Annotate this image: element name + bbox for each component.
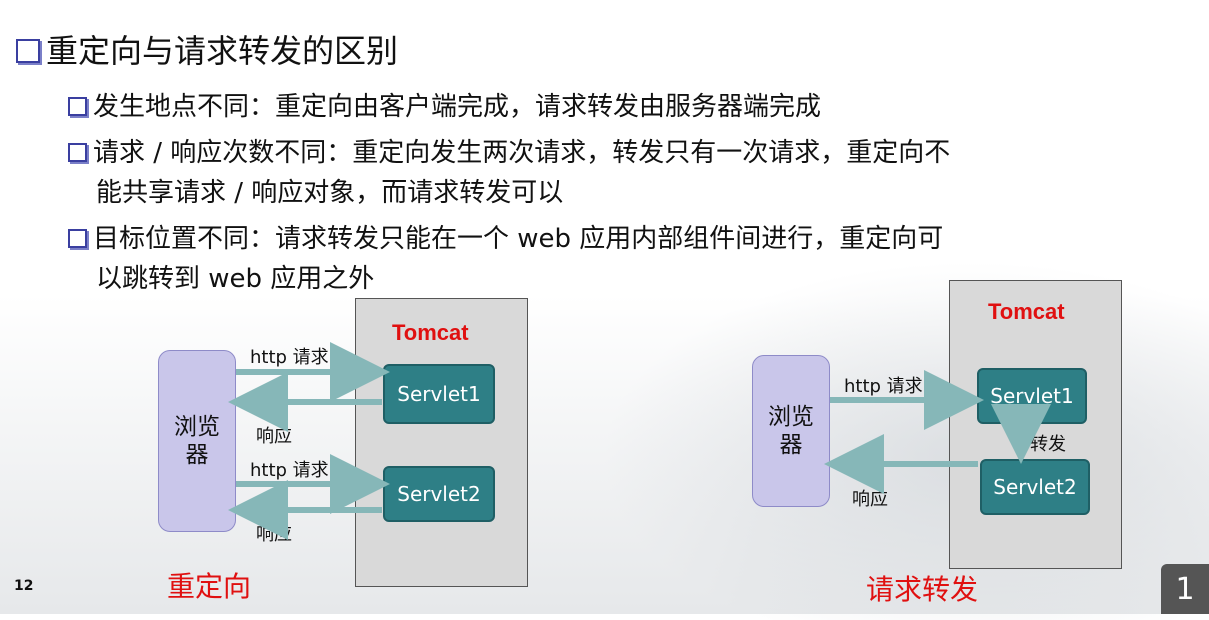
bullet-item-continuation: 以跳转到 web 应用之外 [96,264,375,294]
tomcat-label-right: Tomcat [988,299,1065,324]
browser-label-right: 浏览 器 [768,404,814,458]
servlet1-box-left: Servlet1 [383,364,495,424]
browser-box-left: 浏览 器 [158,350,236,532]
tomcat-label-left: Tomcat [392,320,469,345]
servlet1-label-left: Servlet1 [397,382,481,406]
servlet2-label-left: Servlet2 [397,482,481,506]
slide-badge-label: 1 [1175,571,1195,607]
bullet-item: 请求 / 响应次数不同：重定向发生两次请求，转发只有一次请求，重定向不 [68,132,950,169]
slide-badge: 1 [1161,564,1209,614]
browser-label-left: 浏览 器 [174,414,220,468]
bullet-item-continuation: 能共享请求 / 响应对象，而请求转发可以 [96,178,564,208]
servlet2-box-right: Servlet2 [980,459,1090,515]
response-label-right: 响应 [852,489,888,510]
checkbox-bullet-icon [68,143,87,162]
servlet2-box-left: Servlet2 [383,466,495,522]
caption-forward: 请求转发 [866,573,979,606]
slide-title: 重定向与请求转发的区别 [16,26,398,72]
http-request-label-right: http 请求 [844,376,923,397]
browser-box-right: 浏览 器 [752,355,830,507]
checkbox-bullet-icon [68,229,87,248]
page-number: 12 [14,578,34,594]
bullet-item: 目标位置不同：请求转发只能在一个 web 应用内部组件间进行，重定向可 [68,218,943,255]
servlet2-label-right: Servlet2 [993,475,1077,499]
checkbox-bullet-icon [68,97,87,116]
checkbox-bullet-icon [16,39,40,63]
bullet-item: 发生地点不同：重定向由客户端完成，请求转发由服务器端完成 [68,86,821,123]
http-request-label-2: http 请求 [250,460,329,481]
caption-redirect: 重定向 [167,570,252,603]
http-request-label-1: http 请求 [250,347,329,368]
